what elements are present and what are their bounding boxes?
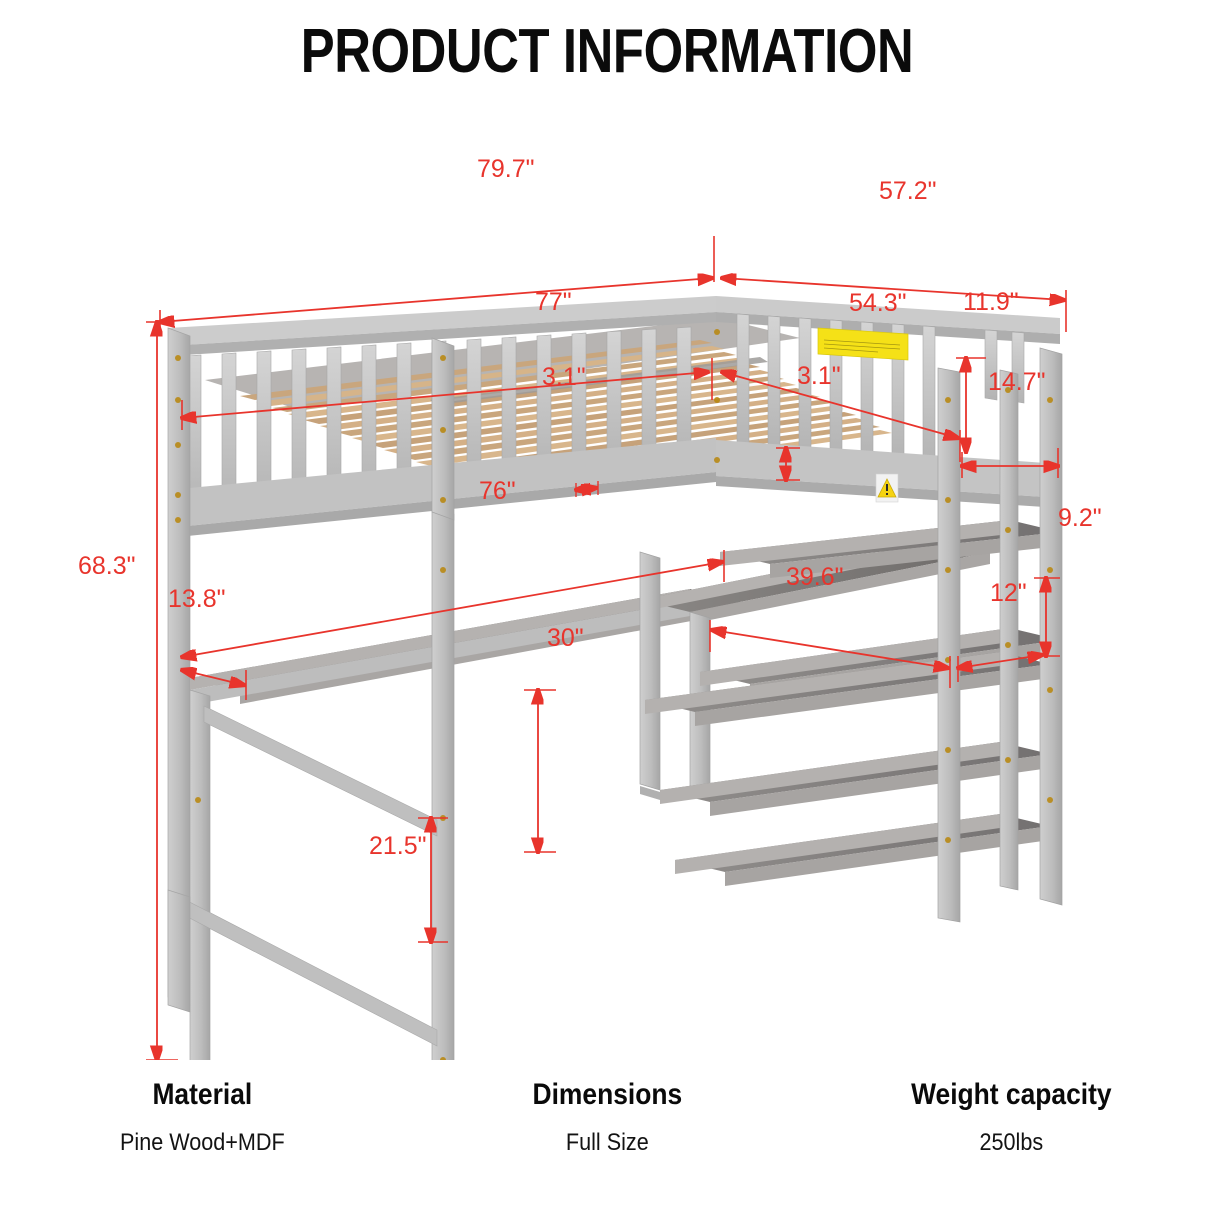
- spec-heading-dimensions: Dimensions: [532, 1078, 682, 1111]
- dimension-label-guardrail-height: 11.9": [963, 288, 1019, 316]
- dimension-label-slat-gap: 3.1": [797, 362, 841, 390]
- bed-frame: [168, 296, 1060, 538]
- dimension-label-shelf-depth: 12": [990, 579, 1027, 607]
- dimension-label-mattress-width: 54.3": [849, 289, 907, 317]
- specifications-row: Material Pine Wood+MDF Dimensions Full S…: [0, 1078, 1214, 1157]
- spec-value-weight-capacity: 250lbs: [979, 1129, 1044, 1156]
- dimension-label-overall-width: 57.2": [879, 177, 937, 205]
- dimension-label-desk-length: 76": [479, 477, 516, 505]
- spec-value-dimensions: Full Size: [565, 1129, 649, 1156]
- spec-column-material: Material Pine Wood+MDF: [0, 1078, 405, 1157]
- dimension-label-overall-height: 68.3": [78, 552, 136, 580]
- dimension-label-slat-width: 3.1": [542, 363, 586, 391]
- dimension-label-end-rail-width: 14.7": [988, 368, 1046, 396]
- dimension-label-desk-depth: 13.8": [168, 585, 226, 613]
- spec-heading-material: Material: [152, 1078, 253, 1111]
- dimension-label-shelf-spacing: 9.2": [1058, 504, 1102, 532]
- spec-heading-weight-capacity: Weight capacity: [911, 1078, 1112, 1111]
- warning-label-sticker: [817, 327, 909, 361]
- warning-triangle-sticker: [875, 473, 899, 503]
- spec-column-weight-capacity: Weight capacity 250lbs: [809, 1078, 1214, 1157]
- spec-column-dimensions: Dimensions Full Size: [405, 1078, 810, 1157]
- dimension-label-lower-leg-height: 21.5": [369, 832, 427, 860]
- spec-value-material: Pine Wood+MDF: [119, 1129, 285, 1156]
- dimension-label-mattress-length: 77": [535, 288, 572, 316]
- dimension-lines: [146, 236, 1067, 1060]
- dimension-label-shelf-length: 39.6": [786, 563, 844, 591]
- dimension-label-desk-clearance: 30": [547, 624, 584, 652]
- product-illustration: 79.7" 57.2" 77" 54.3" 11.9" 3.1" 3.1" 14…: [0, 100, 1214, 1060]
- dimension-label-overall-length: 79.7": [477, 155, 535, 183]
- page-title: PRODUCT INFORMATION: [300, 17, 914, 86]
